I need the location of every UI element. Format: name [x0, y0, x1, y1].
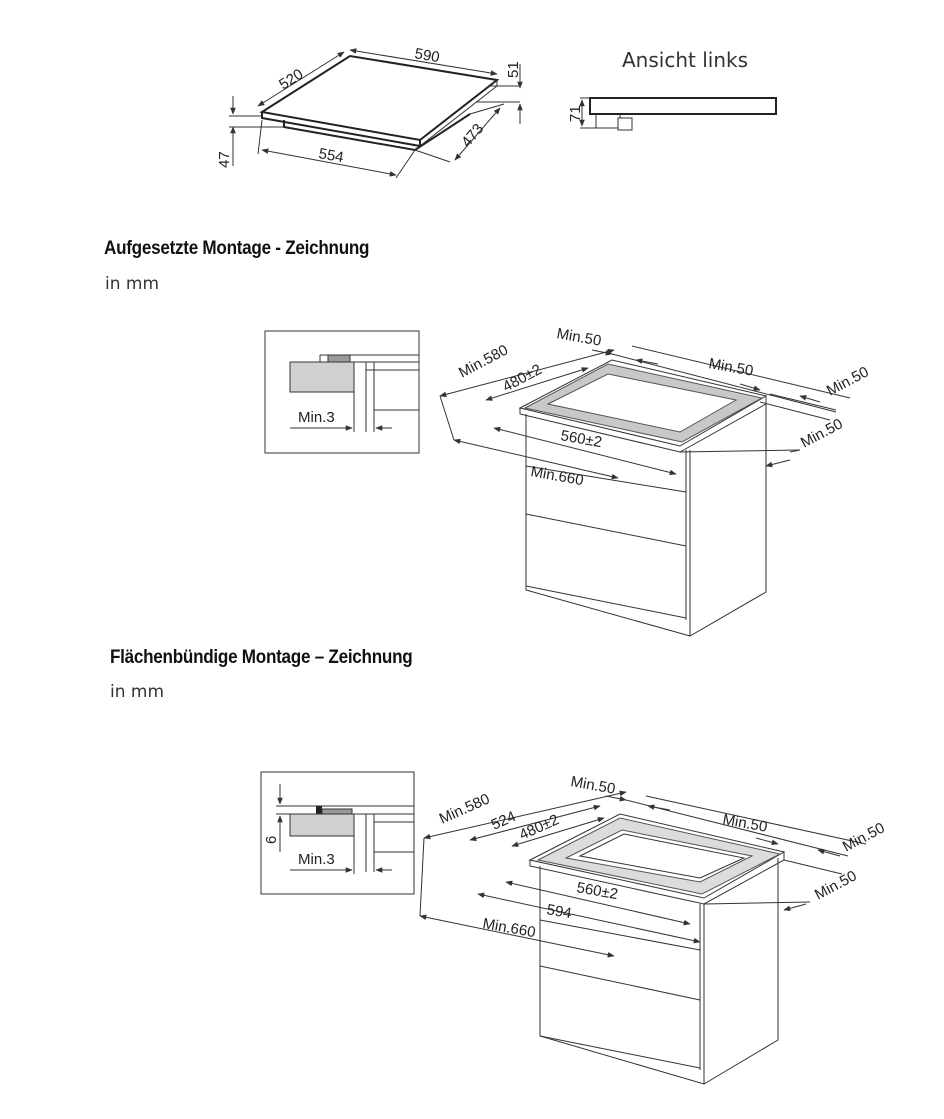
surface-dim-560: 560±2	[559, 427, 603, 451]
flush-mount-unit: in mm	[110, 682, 165, 702]
flush-mount-cabinet: Min.580 524 480±2 Min.50 Min.50 Min.50 M…	[419, 773, 888, 1085]
dim-520: 520	[276, 66, 306, 94]
flush-dim-line-min660	[419, 914, 615, 958]
flush-dim-480: 480±2	[517, 811, 562, 843]
dim-line-590	[349, 48, 498, 76]
flush-dim-min50-far-right: Min.50	[840, 819, 888, 855]
dim-line-473	[454, 107, 501, 161]
flush-detail-gap: Min.3	[298, 851, 335, 868]
cooktop-base	[283, 113, 471, 152]
dim-51: 51	[505, 61, 522, 78]
dim-71: 71	[567, 105, 584, 122]
flush-detail-depth: 6	[263, 836, 280, 844]
surface-dim-min660: Min.660	[529, 463, 585, 489]
side-view-label: Ansicht links	[622, 48, 748, 72]
flush-dim-594: 594	[545, 901, 573, 922]
dim-47: 47	[216, 151, 233, 168]
surface-mount-cabinet: Min.580 480±2 Min.50 Min.50 Min.50 Min.5…	[439, 325, 872, 637]
surface-dim-min50-back: Min.50	[555, 325, 602, 350]
surface-dim-min50-right-top: Min.50	[707, 355, 754, 380]
flush-dim-min660: Min.660	[481, 915, 537, 941]
dim-line-480	[485, 367, 589, 401]
surface-mount-unit: in mm	[105, 274, 160, 294]
surface-detail-gap: Min.3	[298, 409, 335, 426]
dim-line-520	[257, 51, 345, 107]
surface-mount-detail: Min.3	[264, 330, 420, 454]
cooktop-isometric: 590 520 51 47 554 473	[216, 45, 523, 179]
dim-554: 554	[317, 145, 345, 166]
flush-mount-title: Flächenbündige Montage – Zeichnung	[110, 647, 413, 668]
surface-mount-title: Aufgesetzte Montage - Zeichnung	[104, 238, 370, 259]
flush-dim-line-480	[511, 817, 605, 847]
flush-dim-min50-right-top: Min.50	[721, 811, 768, 836]
flush-dim-min580: Min.580	[437, 790, 493, 827]
flush-dim-560: 560±2	[575, 879, 619, 903]
dim-590: 590	[413, 45, 441, 66]
flush-dim-524: 524	[489, 808, 519, 834]
dim-473: 473	[458, 120, 487, 150]
surface-dim-min50-right-low: Min.50	[798, 415, 846, 451]
dim-line-554	[261, 148, 397, 177]
dim-line-min660	[453, 438, 619, 480]
flush-dim-min50-back: Min.50	[569, 773, 616, 798]
flush-mount-detail: 6 Min.3	[260, 771, 415, 895]
cooktop-side-view: 71	[567, 97, 777, 131]
surface-dim-min580: Min.580	[456, 341, 511, 381]
surface-dim-min50-far-right: Min.50	[824, 363, 872, 399]
surface-dim-480: 480±2	[500, 361, 545, 396]
